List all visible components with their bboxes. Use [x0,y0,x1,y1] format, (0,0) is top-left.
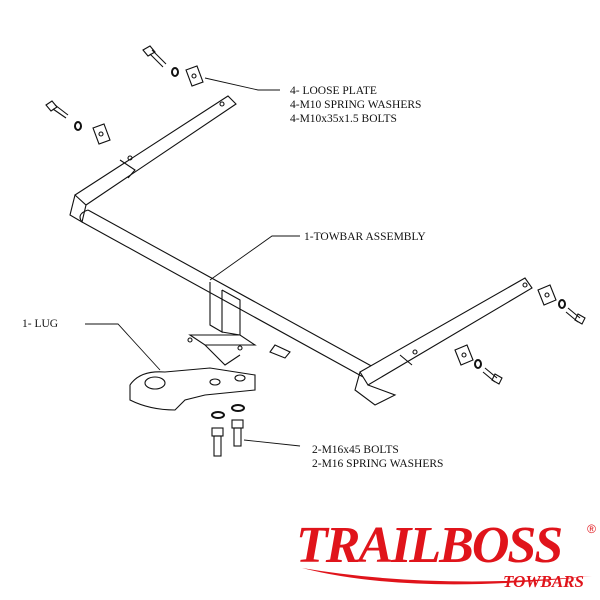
cross-tube [79,209,376,379]
label-line: 2-M16x45 BOLTS [312,444,399,456]
lug [129,367,256,411]
right-bracket-arm [354,277,533,406]
label-line: 4-M10x35x1.5 BOLTS [290,113,397,125]
leader-lines [85,77,301,447]
loose-plate-label: 4- LOOSE PLATE 4-M10 SPRING WASHERS 4-M1… [290,84,421,126]
logo-wordmark: TRAILBOSS [296,517,563,574]
label-line: 4- LOOSE PLATE [290,85,377,97]
lug-label: 1- LUG [22,318,59,330]
logo-subtitle: TOWBARS [503,572,584,591]
bolts-label: 2-M16x45 BOLTS 2-M16 SPRING WASHERS [312,443,443,471]
towbar-assembly-label: 1-TOWBAR ASSEMBLY [304,231,426,243]
hitch-receiver [187,282,291,366]
registered-mark: ® [587,522,596,536]
m16-bolts [211,404,245,457]
left-bracket-arm [69,95,237,223]
m10-hardware-left [45,45,204,145]
label-line: 4-M10 SPRING WASHERS [290,99,422,111]
m10-hardware-right [454,284,586,385]
trailboss-logo: TRAILBOSS ® TOWBARS [292,516,598,596]
label-line: 2-M16 SPRING WASHERS [312,458,444,470]
logo-swoosh [302,568,592,585]
